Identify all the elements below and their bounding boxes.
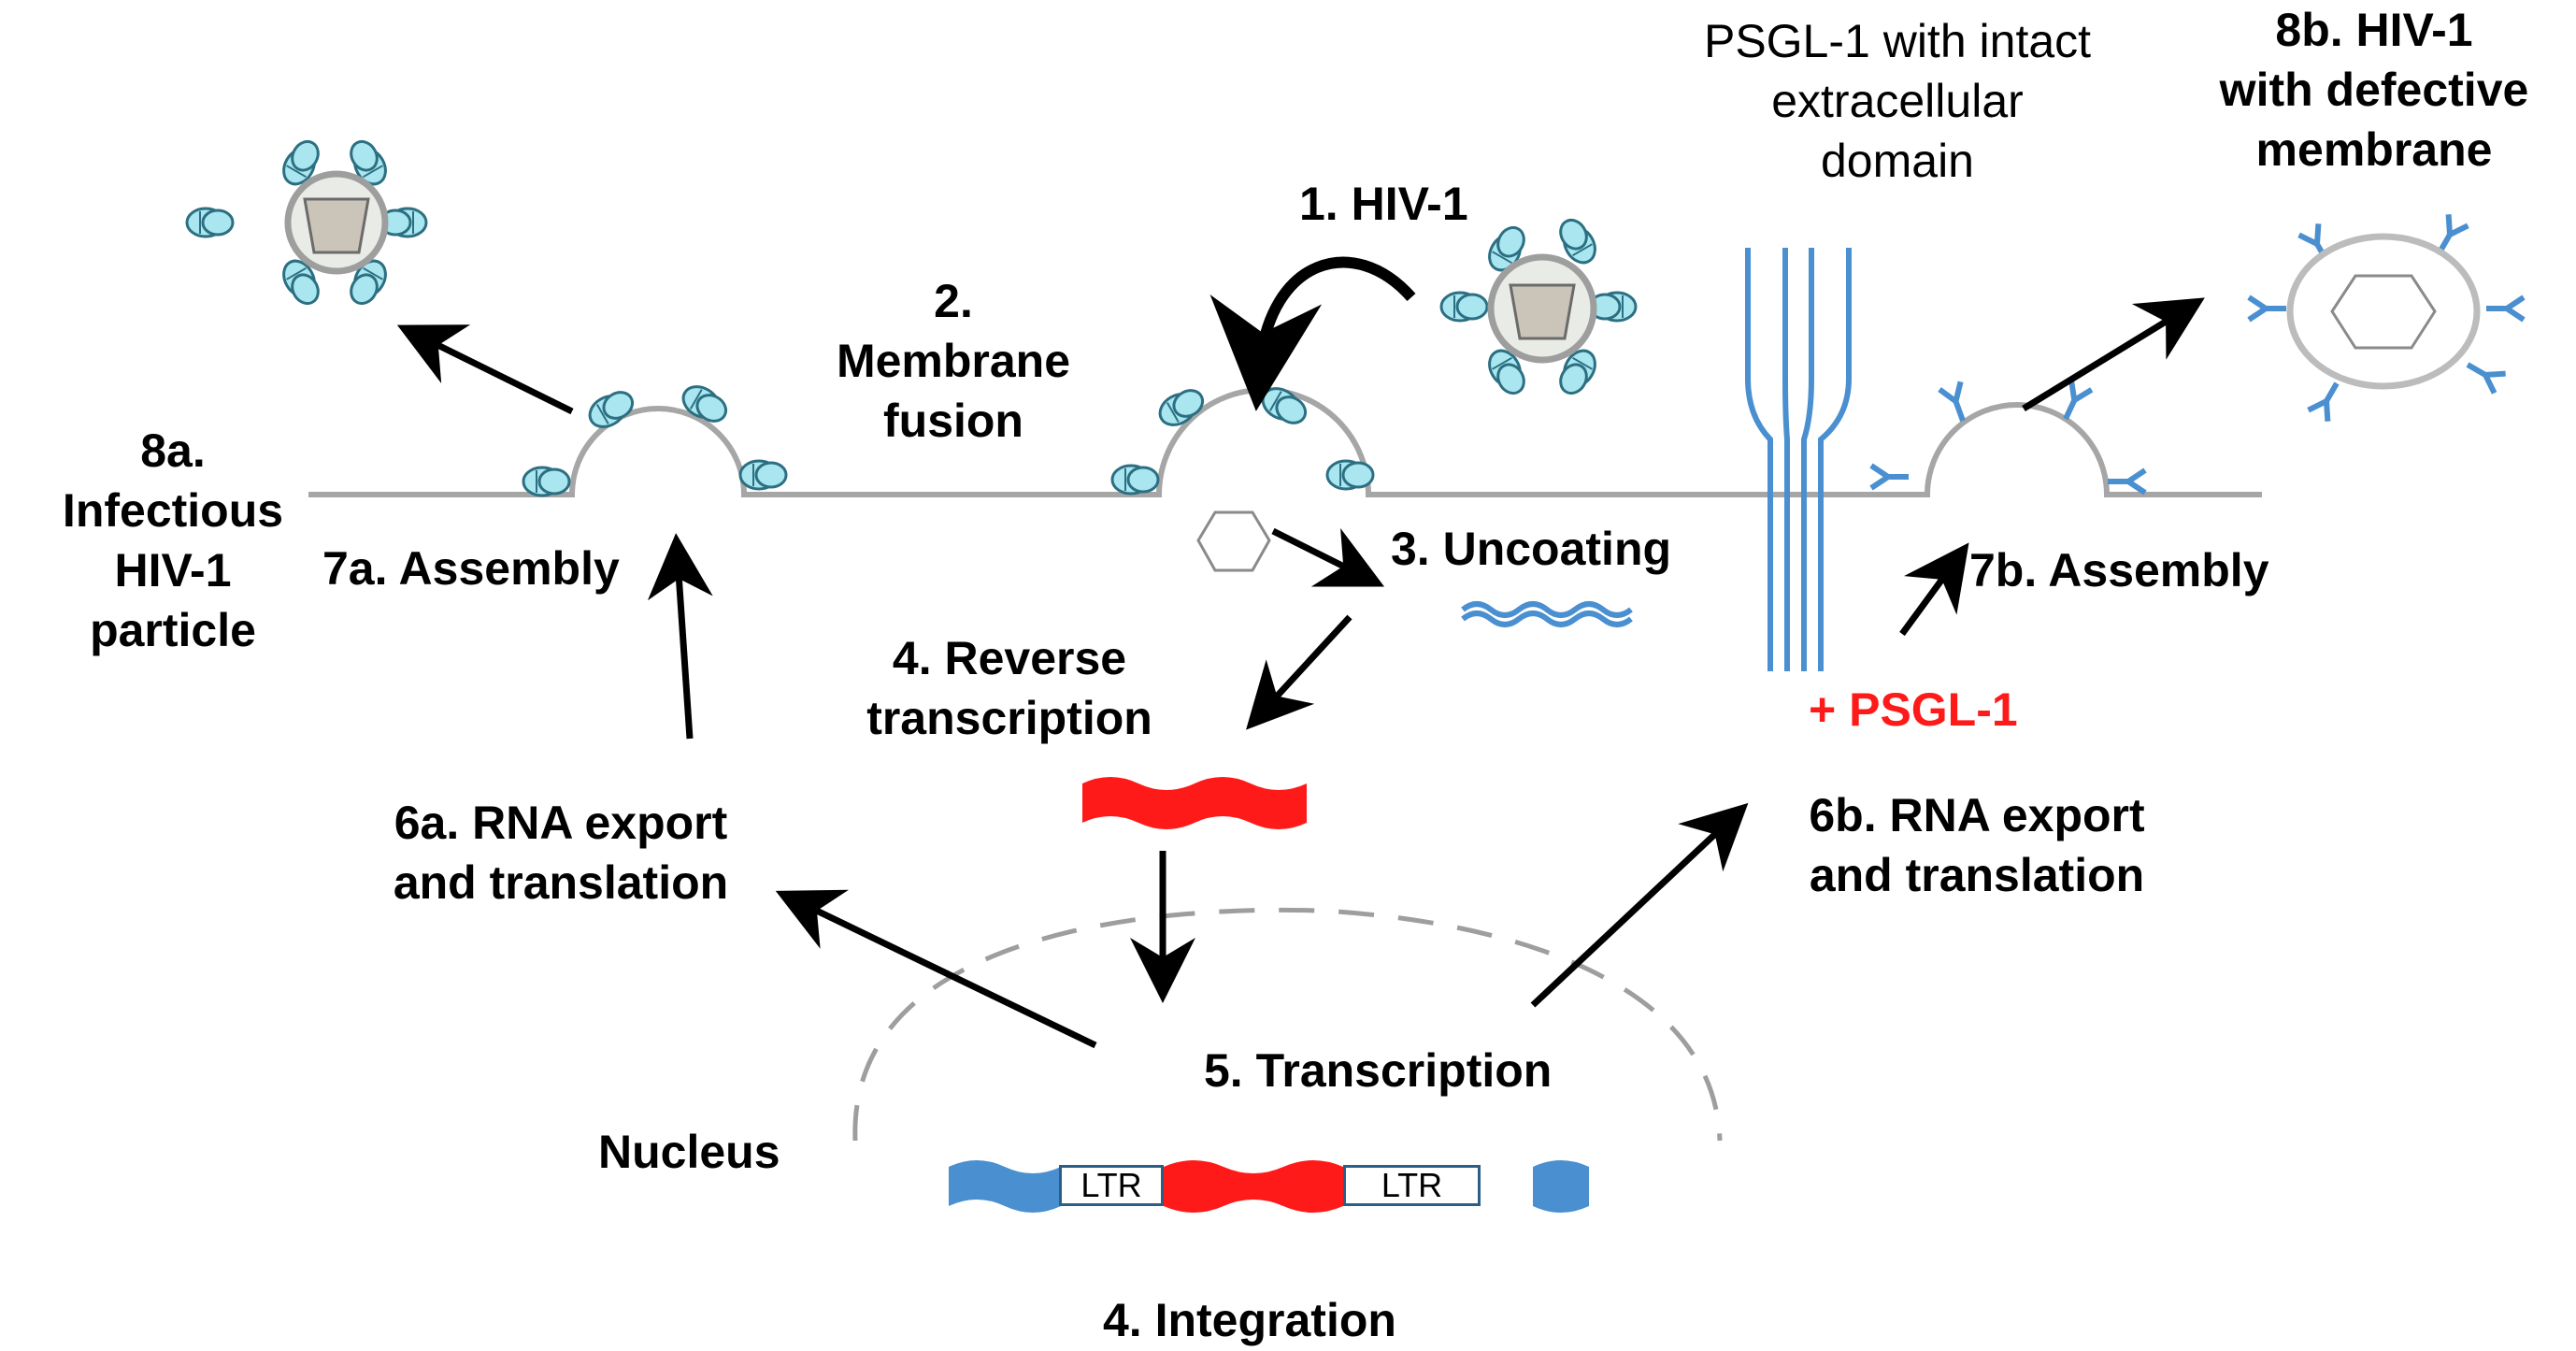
- ltr-label-right: LTR: [1381, 1166, 1443, 1204]
- viral-dna-red: [1082, 777, 1307, 829]
- arrow-to-uncoating: [1271, 527, 1385, 587]
- label-export-a: 6a. RNA export and translation: [393, 797, 729, 909]
- arrow-to-export-b: [1530, 802, 1749, 1008]
- arrow-to-reverse-transcription: [1246, 614, 1352, 730]
- label-export-b: 6b. RNA export and translation: [1809, 789, 2145, 901]
- label-infectious-particle: 8a. Infectious HIV-1 particle: [62, 424, 284, 656]
- capsid-outline: [1196, 510, 1271, 572]
- label-nucleus: Nucleus: [598, 1126, 780, 1178]
- arrow-to-assembly-a: [647, 533, 713, 740]
- label-hiv1: 1. HIV-1: [1299, 178, 1468, 230]
- defective-virion: [2249, 214, 2524, 421]
- curved-entry-arrow: [1209, 256, 1416, 411]
- arrow-to-assembly-b: [1899, 542, 1969, 637]
- label-uncoating: 3. Uncoating: [1391, 523, 1672, 575]
- infectious-virion: [185, 134, 428, 311]
- viral-rna-blue: [1461, 601, 1633, 627]
- label-defective-particle: 8b. HIV-1 with defective membrane: [2219, 4, 2529, 176]
- label-reverse-transcription: 4. Reverse transcription: [866, 632, 1152, 744]
- label-psgl1-intact: PSGL-1 with intact extracellular domain: [1703, 15, 2092, 187]
- label-assembly-a: 7a. Assembly: [322, 542, 620, 595]
- arrow-to-export-a: [775, 889, 1097, 1049]
- arrow-to-infectious: [396, 324, 574, 415]
- arrow-to-defective: [2022, 297, 2205, 411]
- ltr-box-left: LTR: [1059, 1165, 1164, 1206]
- label-transcription: 5. Transcription: [1204, 1044, 1553, 1097]
- label-membrane-fusion: 2. Membrane fusion: [836, 275, 1071, 447]
- incoming-virion: [1439, 212, 1638, 401]
- ltr-label-left: LTR: [1080, 1166, 1142, 1204]
- label-integration: 4. Integration: [1103, 1294, 1396, 1346]
- psgl1-intact-molecule: [1745, 248, 1852, 671]
- nucleus-envelope: [852, 907, 1723, 1142]
- arrows: [396, 297, 2205, 1049]
- label-plus-psgl1: + PSGL-1: [1809, 683, 2018, 736]
- label-assembly-b: 7b. Assembly: [1969, 544, 2269, 596]
- ltr-box-right: LTR: [1343, 1165, 1481, 1206]
- integrated-provirus: [949, 1160, 1589, 1213]
